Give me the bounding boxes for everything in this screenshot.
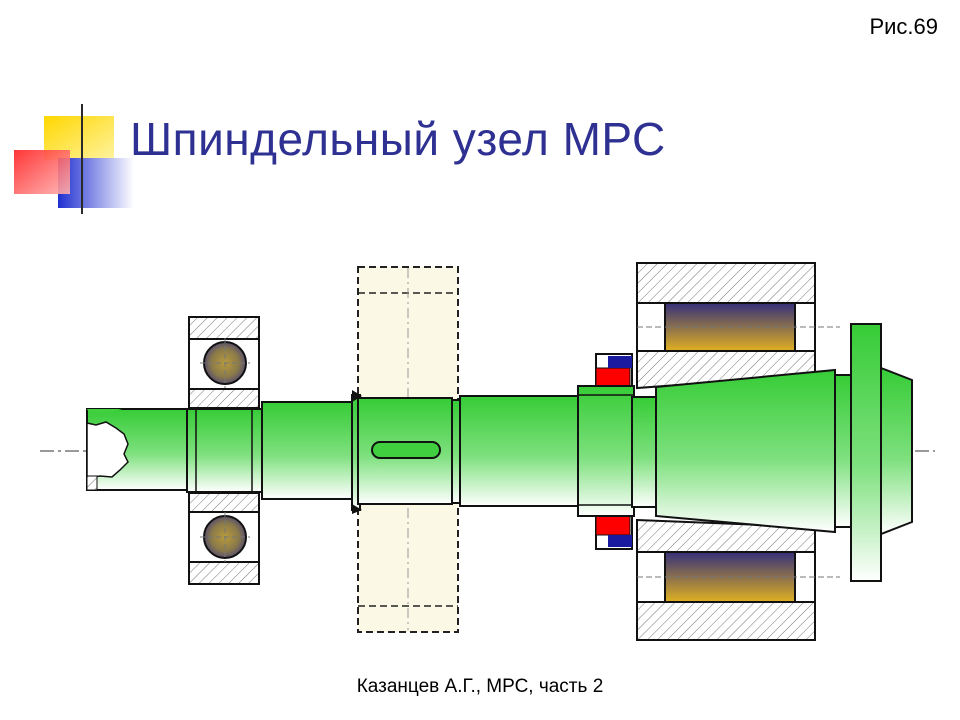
right-bearing-top — [636, 262, 840, 390]
figure-number: Рис.69 — [869, 14, 938, 39]
spindle-flange — [850, 323, 882, 582]
title-decoration — [14, 104, 920, 214]
tapered-spindle — [655, 368, 836, 534]
slide-title: Шпиндельный узел МРС — [130, 113, 666, 165]
deco-blue-square — [58, 158, 134, 208]
spindle-neck — [834, 374, 852, 528]
shaft-spacer — [631, 396, 657, 508]
left-bearing-top — [188, 316, 260, 409]
shaft-sleeve — [577, 385, 635, 517]
left-bearing-bottom — [188, 492, 260, 585]
right-bearing-bottom — [636, 518, 840, 641]
left-bearing-inner-ring — [186, 408, 263, 493]
shaft-collar — [451, 399, 461, 504]
key-slot — [371, 441, 441, 459]
spindle-nose — [880, 366, 913, 536]
shaft-segment-2 — [459, 395, 579, 507]
shaft-segment-1 — [261, 401, 353, 500]
deco-red-square — [14, 150, 70, 194]
footer-caption: Казанцев А.Г., МРС, часть 2 — [356, 676, 604, 697]
seal-bottom — [595, 514, 633, 550]
seal-top — [595, 353, 633, 389]
shaft-left-end — [86, 408, 188, 491]
